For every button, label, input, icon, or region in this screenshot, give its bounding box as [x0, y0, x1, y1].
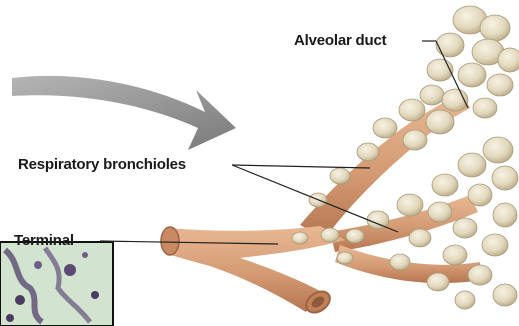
trunk-cut-end	[161, 227, 179, 255]
micrograph-inset	[0, 242, 113, 326]
label-alveolar-duct: Alveolar duct	[294, 33, 386, 49]
label-terminal: Terminal	[14, 233, 74, 249]
flow-arrow	[12, 76, 236, 150]
alveoli-cluster	[292, 6, 519, 309]
label-respiratory-bronchioles: Respiratory bronchioles	[18, 157, 186, 173]
leader-resp-a	[232, 165, 370, 168]
